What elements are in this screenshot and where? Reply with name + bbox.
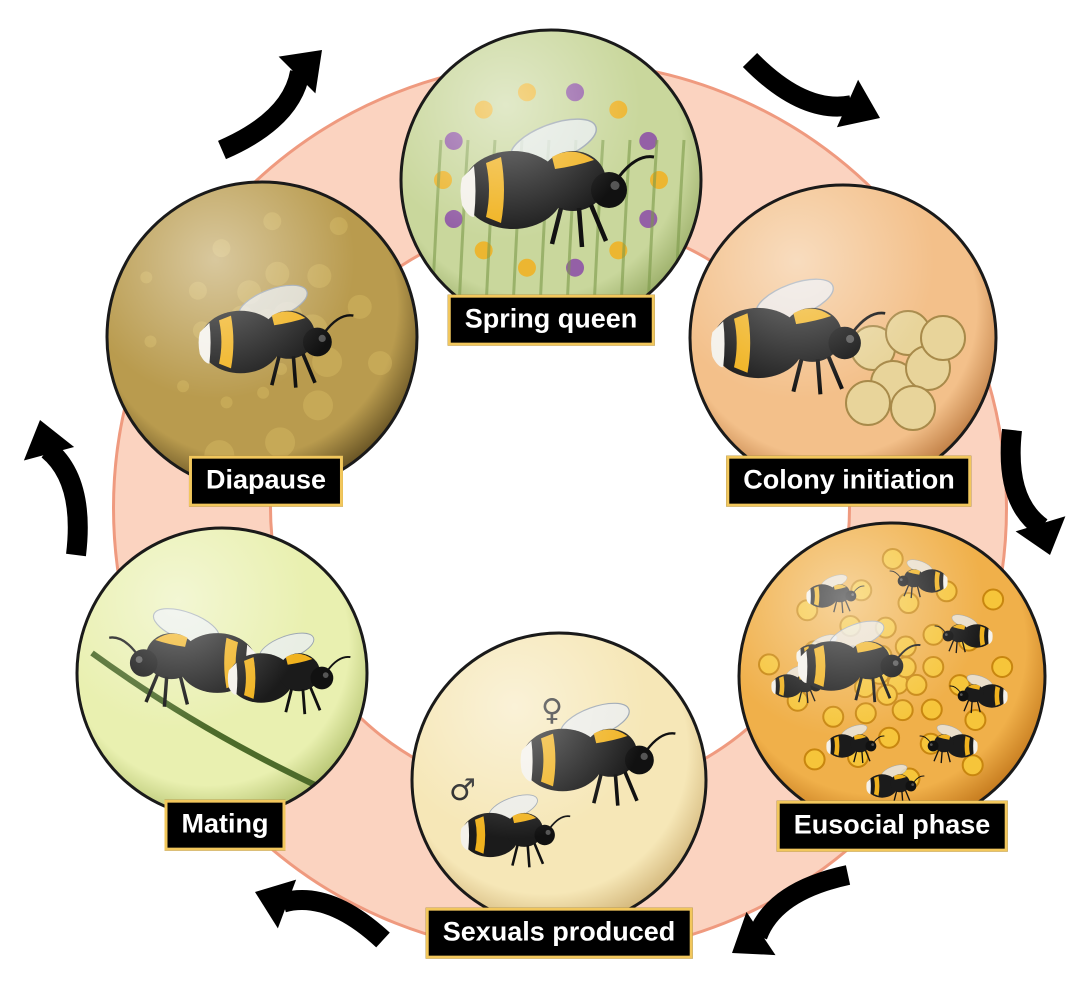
stage-label-mating: Mating <box>165 800 286 851</box>
arrow-shaft <box>222 72 300 150</box>
stage-label-eusocial-phase: Eusocial phase <box>777 801 1008 852</box>
stage-label-spring-queen: Spring queen <box>448 295 655 346</box>
stage-spring-queen <box>401 30 701 330</box>
glass-highlight <box>739 523 1045 829</box>
stage-mating <box>77 528 367 818</box>
arrow-shaft <box>750 60 851 107</box>
stage-diapause <box>107 182 417 492</box>
arrow-shaft <box>48 450 78 555</box>
glass-highlight <box>107 182 417 492</box>
cycle-arrow-icon <box>24 420 78 555</box>
stage-label-diapause: Diapause <box>189 456 343 507</box>
stage-label-sexuals-produced: Sexuals produced <box>426 908 693 959</box>
cycle-arrow-icon <box>1011 430 1066 555</box>
arrow-shaft <box>1011 430 1042 528</box>
cycle-arrow-icon <box>222 50 322 150</box>
glass-highlight <box>690 185 996 491</box>
glass-highlight <box>401 30 701 330</box>
stage-colony-initiation <box>690 185 996 491</box>
stage-eusocial-phase <box>739 523 1045 829</box>
stage-sexuals-produced: ♀♂ <box>412 633 706 927</box>
stage-label-colony-initiation: Colony initiation <box>726 456 971 507</box>
